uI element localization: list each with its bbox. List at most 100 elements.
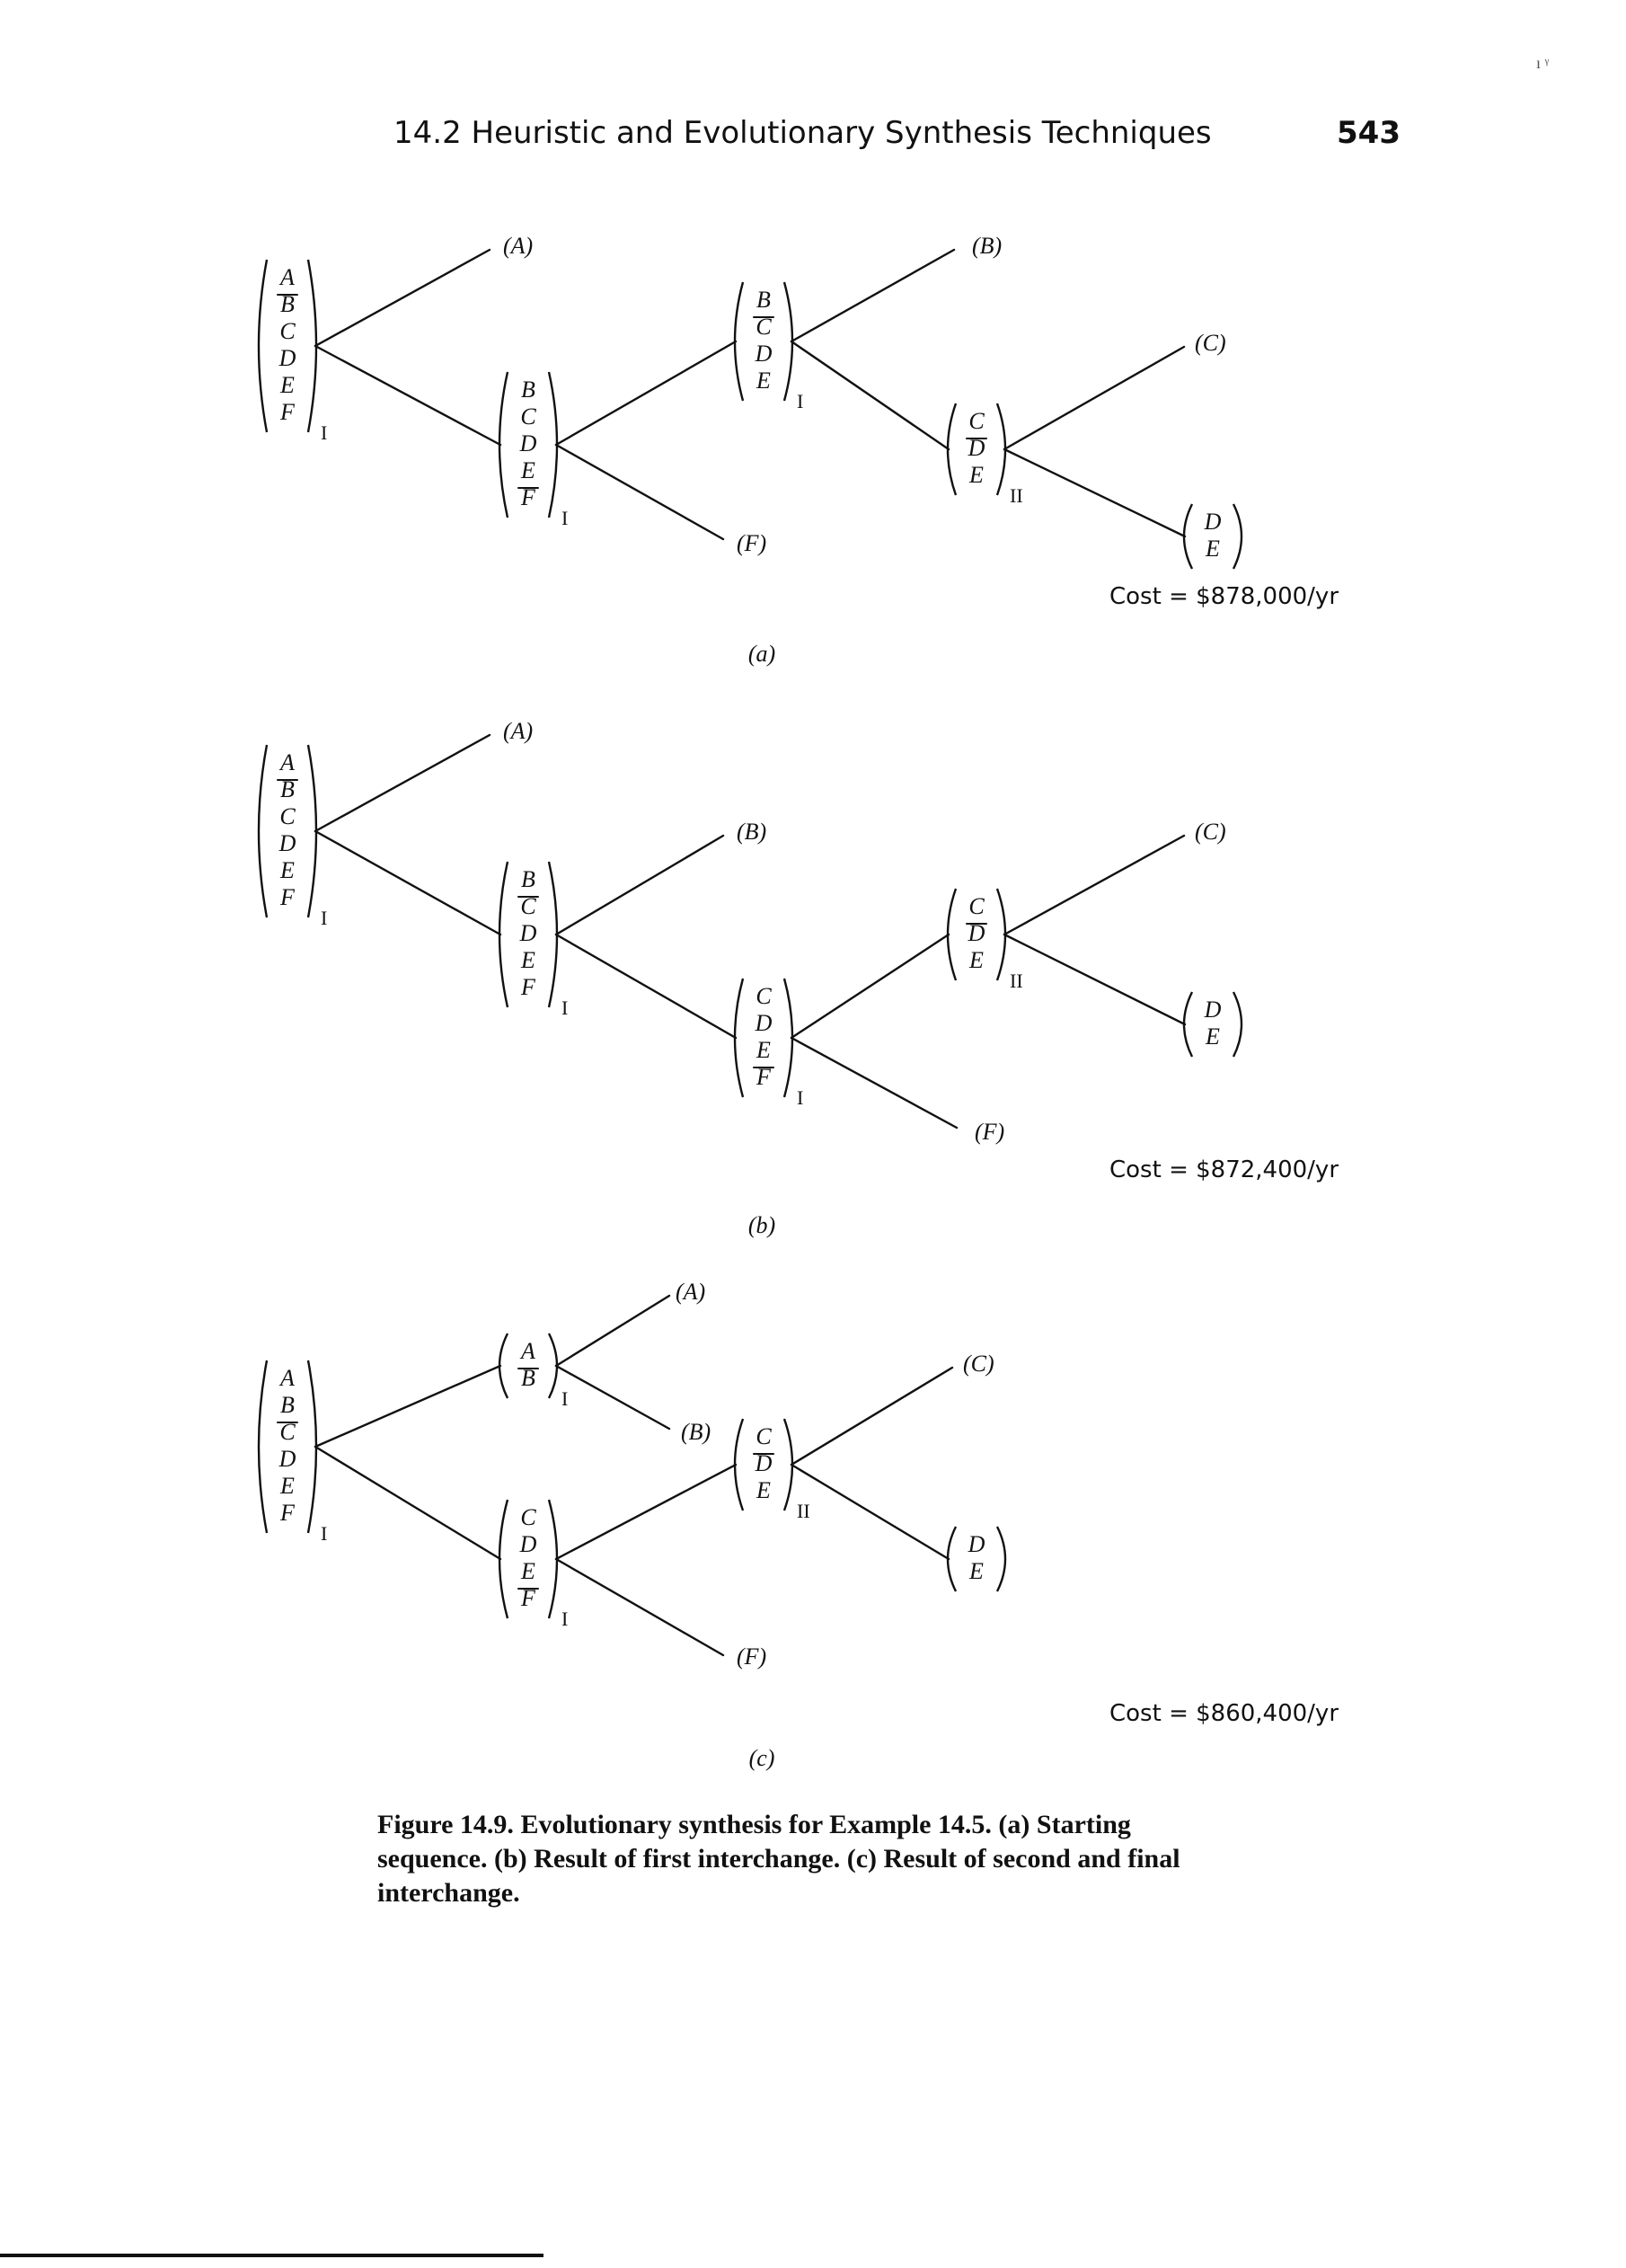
a2-item-d: D bbox=[519, 430, 537, 456]
panel-2-product-b: (B) bbox=[681, 1419, 711, 1445]
b1-item-c: C bbox=[279, 803, 296, 829]
b2-item-f: F bbox=[520, 974, 536, 1000]
panel-0-edge-a4-a5 bbox=[1003, 447, 1187, 538]
b4-item-e: E bbox=[968, 947, 984, 973]
panel-1-edge-b1-b2 bbox=[314, 829, 502, 936]
b2-item-c: C bbox=[520, 893, 536, 919]
b3-item-d: D bbox=[755, 1010, 773, 1036]
figure-caption-text: Evolutionary synthesis for Example 14.5.… bbox=[377, 1810, 1180, 1908]
panel-2-product-f: (F) bbox=[737, 1643, 766, 1670]
b5-right-paren bbox=[1232, 991, 1243, 1058]
c2-separator-numeral: I bbox=[561, 1387, 568, 1410]
panel-1-edge-to-product-c bbox=[1003, 834, 1186, 936]
b2-item-d: D bbox=[519, 920, 537, 946]
a3-item-d: D bbox=[755, 341, 773, 367]
panel-0-product-f: (F) bbox=[737, 530, 766, 556]
c3-item-c: C bbox=[520, 1504, 536, 1530]
panel-2-product-c: (C) bbox=[963, 1351, 994, 1377]
b2-separator-numeral: I bbox=[561, 997, 568, 1019]
panel-1-edge-to-product-a bbox=[314, 733, 491, 833]
panel-0-cost: Cost = $878,000/yr bbox=[1109, 583, 1339, 610]
c1-left-paren bbox=[257, 1360, 269, 1534]
a3-item-c: C bbox=[756, 314, 772, 340]
c1-item-b: B bbox=[280, 1392, 295, 1418]
panel-0-edge-a3-a4 bbox=[790, 340, 950, 451]
panel-1-product-c: (C) bbox=[1195, 819, 1226, 845]
panel-1-edge-to-product-b bbox=[554, 834, 725, 936]
a1-item-d: D bbox=[278, 345, 296, 371]
panel-0-product-b: (B) bbox=[972, 233, 1002, 259]
panel-1-product-a: (A) bbox=[503, 718, 533, 744]
b5-item-d: D bbox=[1204, 997, 1222, 1023]
panel-2-edge-to-product-a bbox=[554, 1294, 671, 1368]
b1-item-a: A bbox=[278, 749, 295, 775]
a5-item-d: D bbox=[1204, 509, 1222, 535]
c4-separator-numeral: II bbox=[797, 1500, 810, 1522]
panel-2-product-a: (A) bbox=[676, 1279, 705, 1305]
panel-2-edge-c4-c5 bbox=[790, 1463, 950, 1561]
c1-item-c: C bbox=[279, 1419, 296, 1445]
panel-0-edge-to-product-f bbox=[554, 443, 725, 541]
b1-separator-numeral: I bbox=[321, 907, 327, 929]
a5-item-e: E bbox=[1205, 536, 1220, 562]
b3-item-e: E bbox=[756, 1037, 771, 1063]
panel-1-edge-b4-b5 bbox=[1003, 933, 1187, 1026]
a3-separator-numeral: I bbox=[797, 390, 803, 412]
a3-item-e: E bbox=[756, 368, 771, 394]
panel-0-edge-to-product-c bbox=[1003, 345, 1186, 451]
a1-item-b: B bbox=[280, 291, 295, 317]
c4-item-c: C bbox=[756, 1423, 772, 1449]
panel-0-edge-to-product-a bbox=[314, 248, 491, 348]
c1-item-f: F bbox=[279, 1500, 296, 1526]
b4-item-c: C bbox=[968, 893, 985, 919]
a5-right-paren bbox=[1232, 503, 1243, 570]
c2-item-b: B bbox=[521, 1365, 535, 1391]
corner-mark: ı ᵞ bbox=[1536, 54, 1550, 72]
a4-item-e: E bbox=[968, 462, 984, 488]
b1-item-f: F bbox=[279, 884, 296, 910]
c5-right-paren bbox=[995, 1526, 1007, 1592]
b3-separator-numeral: I bbox=[797, 1086, 803, 1109]
c4-item-e: E bbox=[756, 1477, 771, 1503]
bottom-rule bbox=[0, 2254, 543, 2257]
c3-item-d: D bbox=[519, 1531, 537, 1557]
panel-0-edge-a1-a2 bbox=[314, 344, 502, 447]
b1-item-d: D bbox=[278, 830, 296, 856]
b1-item-e: E bbox=[279, 857, 295, 883]
c1-item-e: E bbox=[279, 1473, 295, 1499]
a4-separator-numeral: II bbox=[1010, 484, 1023, 507]
panel-2-cost: Cost = $860,400/yr bbox=[1109, 1700, 1339, 1727]
panel-0-edge-a2-a3 bbox=[554, 340, 738, 447]
a1-separator-numeral: I bbox=[321, 421, 327, 444]
panel-0-label: (a) bbox=[748, 641, 775, 667]
panel-0-product-a: (A) bbox=[503, 233, 533, 259]
panel-1-edge-b2-b3 bbox=[554, 933, 738, 1040]
panel-2-label: (c) bbox=[749, 1745, 775, 1771]
c2-item-a: A bbox=[519, 1338, 535, 1364]
a1-item-c: C bbox=[279, 318, 296, 344]
figure-caption: Figure 14.9. Evolutionary synthesis for … bbox=[377, 1808, 1240, 1910]
c1-item-a: A bbox=[278, 1365, 295, 1391]
c3-separator-numeral: I bbox=[561, 1608, 568, 1630]
panel-1-label: (b) bbox=[748, 1212, 775, 1238]
panel-1-edge-b3-b4 bbox=[790, 933, 950, 1040]
a1-left-paren bbox=[257, 259, 269, 433]
a2-separator-numeral: I bbox=[561, 507, 568, 529]
c1-separator-numeral: I bbox=[321, 1522, 327, 1545]
a2-item-e: E bbox=[520, 457, 535, 483]
a4-item-c: C bbox=[968, 408, 985, 434]
c3-item-f: F bbox=[520, 1585, 536, 1611]
panel-0-edge-to-product-b bbox=[790, 248, 956, 343]
c3-item-e: E bbox=[520, 1558, 535, 1584]
panel-1-edge-to-product-f bbox=[790, 1036, 959, 1130]
panel-2-edge-c1-c3 bbox=[314, 1445, 502, 1561]
panel-1-product-b: (B) bbox=[737, 819, 766, 845]
panel-2-edge-to-product-f bbox=[554, 1557, 725, 1657]
a1-item-f: F bbox=[279, 399, 296, 425]
panel-2-edge-to-product-c bbox=[790, 1366, 954, 1466]
b5-item-e: E bbox=[1205, 1023, 1220, 1050]
c1-item-d: D bbox=[278, 1446, 296, 1472]
a1-item-e: E bbox=[279, 372, 295, 398]
b4-item-d: D bbox=[968, 920, 985, 946]
b3-item-c: C bbox=[756, 983, 772, 1009]
